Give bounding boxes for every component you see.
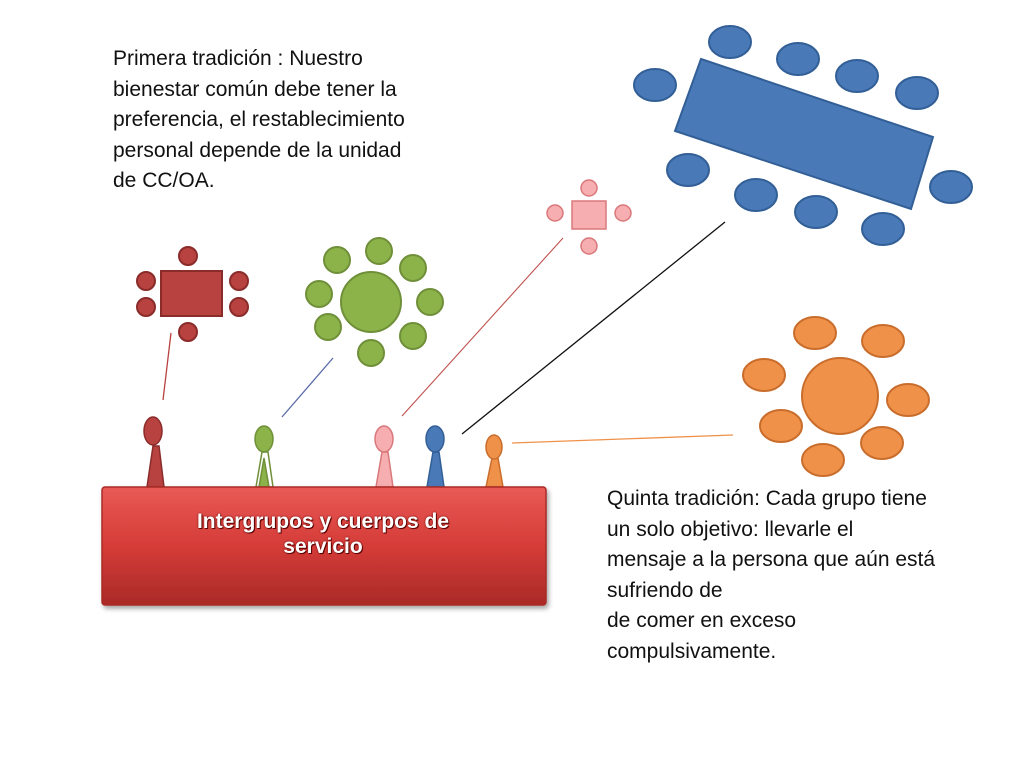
connector-orange — [511, 434, 734, 444]
connector-lines — [162, 221, 734, 444]
connector-pink — [401, 237, 564, 417]
pink-small-table — [546, 179, 632, 255]
seat — [929, 170, 973, 204]
seat — [742, 358, 786, 392]
dark-red-square-table — [136, 246, 249, 342]
blue-long-table — [633, 25, 973, 246]
seat — [546, 204, 564, 222]
seat — [633, 68, 677, 102]
figures — [143, 416, 504, 488]
seat — [323, 246, 351, 274]
table — [160, 270, 223, 317]
seat — [614, 204, 632, 222]
orange-round-table — [742, 316, 930, 477]
seat — [580, 237, 598, 255]
figure-green — [254, 425, 274, 488]
seat — [399, 254, 427, 282]
seat — [580, 179, 598, 197]
figure-blue — [425, 425, 445, 488]
connector-green — [281, 357, 334, 418]
seat — [835, 59, 879, 93]
table — [673, 57, 935, 211]
seat — [793, 316, 837, 350]
seat — [229, 271, 249, 291]
seat — [861, 324, 905, 358]
seat — [794, 195, 838, 229]
seat — [136, 271, 156, 291]
table — [571, 200, 607, 230]
seat — [860, 426, 904, 460]
service-box-text: Intergrupos y cuerpos de servicio — [196, 510, 450, 558]
connector-blue — [461, 221, 726, 435]
seat — [734, 178, 778, 212]
seat — [305, 280, 333, 308]
table — [340, 271, 402, 333]
seat — [801, 443, 845, 477]
seat — [178, 246, 198, 266]
seat — [776, 42, 820, 76]
figure-orange — [485, 434, 504, 488]
seat — [357, 339, 385, 367]
green-round-table — [305, 237, 444, 367]
seat — [886, 383, 930, 417]
service-box-label: Intergrupos y cuerpos de servicio — [100, 487, 546, 605]
seat — [708, 25, 752, 59]
seat — [666, 153, 710, 187]
figure-pink — [374, 425, 394, 488]
seat — [314, 313, 342, 341]
seat — [895, 76, 939, 110]
figure-dark-red — [143, 416, 165, 488]
seat — [399, 322, 427, 350]
seat — [178, 322, 198, 342]
first-tradition-text: Primera tradición : Nuestro bienestar co… — [113, 47, 405, 192]
fifth-tradition-text: Quinta tradición: Cada grupo tiene un so… — [607, 487, 936, 663]
seat — [136, 297, 156, 317]
seat — [365, 237, 393, 265]
seat — [229, 297, 249, 317]
table — [801, 357, 879, 435]
seat — [416, 288, 444, 316]
seat — [861, 212, 905, 246]
service-box — [101, 486, 547, 606]
seat — [759, 409, 803, 443]
connector-dark-red — [162, 332, 172, 401]
